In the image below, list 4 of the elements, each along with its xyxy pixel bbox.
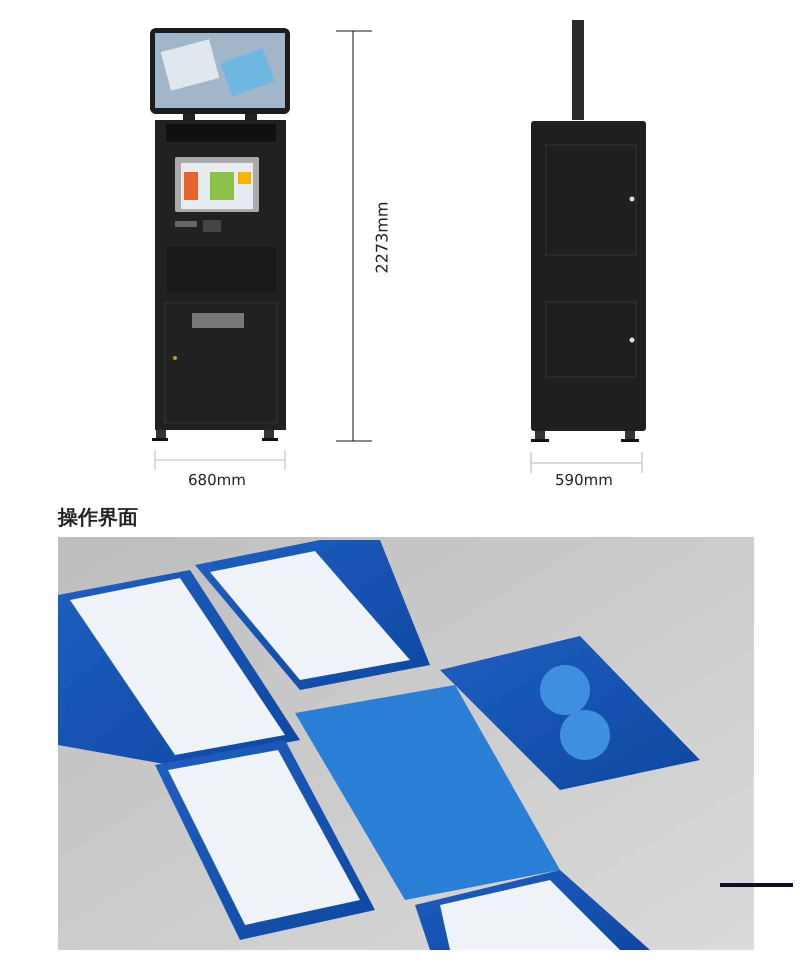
dimension-label: 2273mm bbox=[372, 201, 391, 273]
dimension-label: 680mm bbox=[188, 471, 246, 489]
section-heading: 操作界面 bbox=[58, 504, 138, 531]
dimension-label: 590mm bbox=[555, 471, 613, 489]
